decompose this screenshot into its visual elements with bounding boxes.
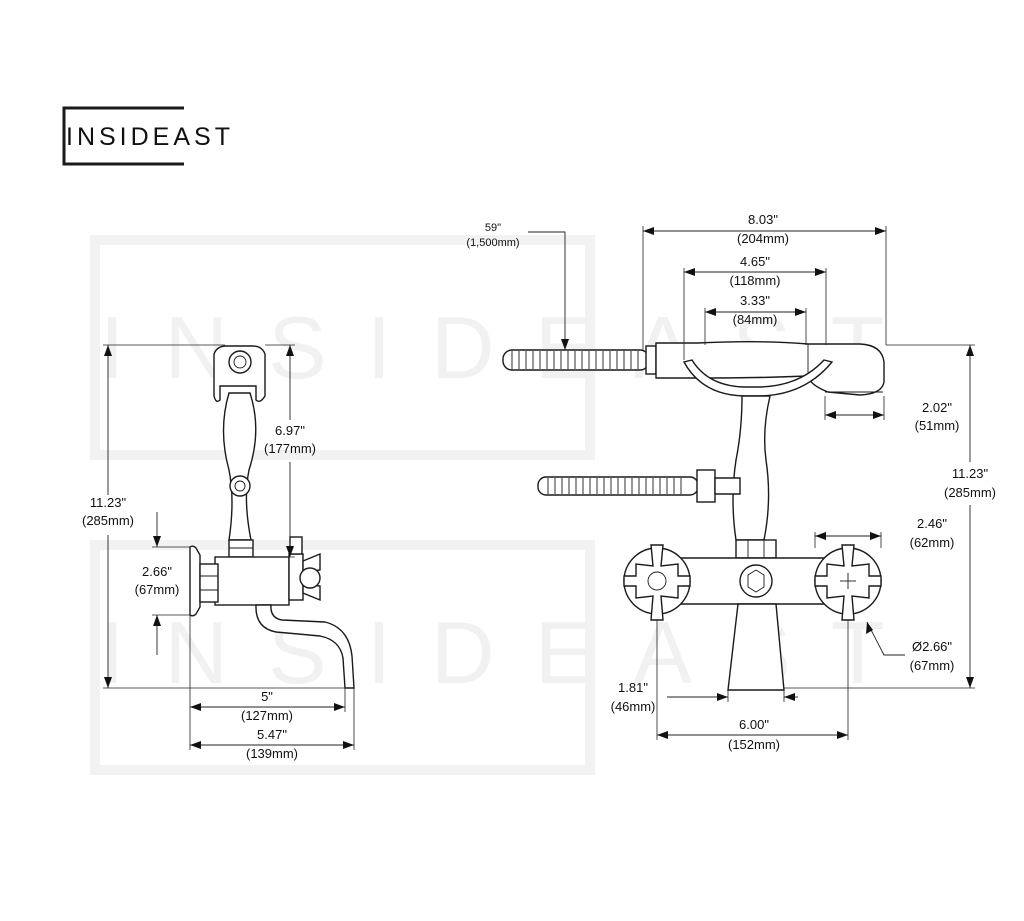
dim-riser-mm: (177mm)	[264, 441, 316, 456]
dim-handle-width-mm: (62mm)	[910, 535, 955, 550]
dim-cradle-inner-in: 3.33"	[740, 293, 770, 308]
dim-flange-mm: (67mm)	[135, 582, 180, 597]
front-view-dimensions: 59" (1,500mm) 8.03" (204mm) 4.65" (118mm…	[466, 212, 996, 752]
dim-flange-diameter-in: Ø2.66"	[912, 639, 952, 654]
dim-cradle-width-in: 4.65"	[740, 254, 770, 269]
dim-handshower-length-in: 8.03"	[748, 212, 778, 227]
dim-cradle-inner-mm: (84mm)	[733, 312, 778, 327]
dim-side-height-mm: (285mm)	[82, 513, 134, 528]
dim-cradle-width-mm: (118mm)	[729, 273, 780, 288]
dim-spout-reach-mm: (127mm)	[241, 708, 293, 723]
dim-depth-in: 5.47"	[257, 727, 287, 742]
dim-hose-length-mm: (1,500mm)	[466, 237, 519, 249]
dim-spout-width-mm: (46mm)	[611, 699, 656, 714]
side-view-faucet	[189, 345, 355, 689]
dim-handshower-length-mm: (204mm)	[737, 231, 789, 246]
dim-flange-in: 2.66"	[142, 564, 172, 579]
dim-spout-width-in: 1.81"	[618, 680, 648, 695]
dim-spout-reach-in: 5"	[261, 689, 273, 704]
watermark-text-bottom: INSIDEAST	[100, 603, 925, 702]
dim-head-diameter-in: 2.02"	[922, 400, 952, 415]
dim-front-height-mm: (285mm)	[944, 485, 996, 500]
logo-text: INSIDEAST	[66, 123, 234, 151]
watermark: INSIDEAST INSIDEAST	[90, 235, 925, 775]
dim-head-diameter-mm: (51mm)	[915, 418, 960, 433]
dim-side-height-in: 11.23"	[90, 495, 127, 510]
dim-handle-width-in: 2.46"	[917, 516, 947, 531]
dim-centers-in: 6.00"	[739, 717, 769, 732]
dim-front-height-in: 11.23"	[952, 466, 989, 481]
brand-logo: INSIDEAST	[62, 106, 234, 166]
dim-riser-in: 6.97"	[275, 423, 305, 438]
dim-depth-mm: (139mm)	[246, 746, 298, 761]
dim-centers-mm: (152mm)	[728, 737, 780, 752]
dim-hose-length-in: 59"	[485, 222, 501, 234]
side-view-dimensions: 11.23" (285mm) 6.97" (177mm) 2.66" (67mm…	[82, 344, 355, 761]
front-view-faucet	[502, 341, 885, 691]
dim-flange-diameter-mm: (67mm)	[910, 658, 955, 673]
